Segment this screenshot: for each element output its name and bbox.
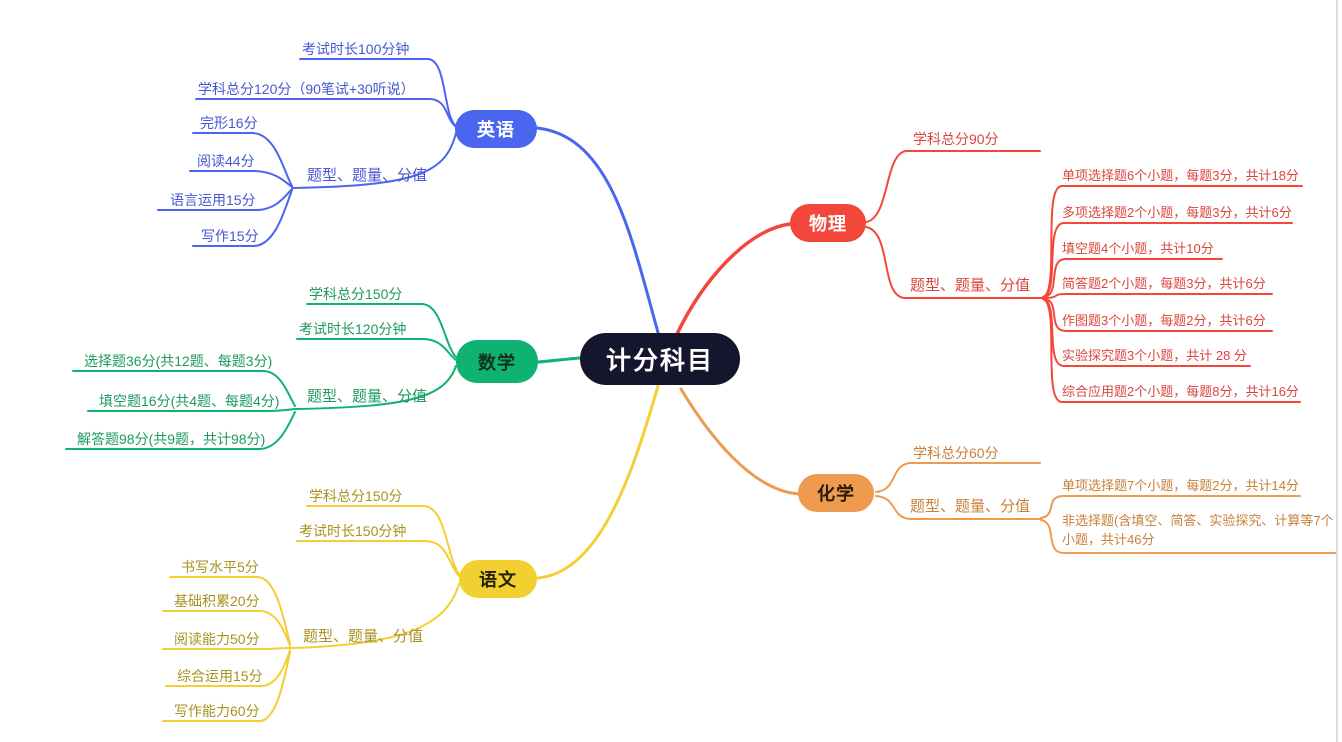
chemistry-total-score[interactable]: 学科总分60分 — [913, 445, 999, 461]
branch-chemistry-lines — [679, 387, 1337, 554]
branch-math-lines — [65, 303, 582, 450]
math-free-response[interactable]: 解答题98分(共9题，共计98分) — [77, 431, 266, 447]
physics-multi-choice[interactable]: 多项选择题2个小题，每题3分，共计6分 — [1062, 205, 1292, 220]
english-exam-duration[interactable]: 考试时长100分钟 — [302, 41, 410, 57]
central-topic[interactable]: 计分科目 — [580, 333, 740, 385]
english-cloze[interactable]: 完形16分 — [200, 115, 258, 131]
physics-experiment[interactable]: 实验探究题3个小题，共计 28 分 — [1062, 348, 1247, 363]
english-question-types[interactable]: 题型、题量、分值 — [307, 167, 428, 184]
chinese-comprehensive[interactable]: 综合运用15分 — [177, 668, 263, 684]
branch-physics-lines — [675, 150, 1303, 403]
topic-chinese[interactable]: 语文 — [459, 560, 537, 598]
chinese-handwriting[interactable]: 书写水平5分 — [181, 559, 259, 575]
chinese-question-types[interactable]: 题型、题量、分值 — [303, 628, 424, 645]
physics-drawing[interactable]: 作图题3个小题，每题2分，共计6分 — [1062, 313, 1266, 328]
math-fill-blank[interactable]: 填空题16分(共4题、每题4分) — [99, 393, 280, 409]
math-question-types[interactable]: 题型、题量、分值 — [307, 388, 428, 405]
chinese-writing[interactable]: 写作能力60分 — [174, 703, 260, 719]
english-reading[interactable]: 阅读44分 — [197, 153, 255, 169]
physics-question-types[interactable]: 题型、题量、分值 — [910, 277, 1031, 294]
chemistry-single-choice[interactable]: 单项选择题7个小题，每题2分，共计14分 — [1062, 478, 1299, 493]
english-total-score[interactable]: 学科总分120分（90笔试+30听说） — [198, 81, 415, 97]
topic-math[interactable]: 数学 — [456, 340, 538, 383]
english-writing[interactable]: 写作15分 — [201, 228, 259, 244]
physics-total-score[interactable]: 学科总分90分 — [913, 131, 999, 147]
topic-physics[interactable]: 物理 — [790, 204, 866, 242]
math-multiple-choice[interactable]: 选择题36分(共12题、每题3分) — [84, 353, 273, 369]
chinese-foundation[interactable]: 基础积累20分 — [174, 593, 260, 609]
chemistry-question-types[interactable]: 题型、题量、分值 — [910, 498, 1031, 515]
branch-chinese-lines — [162, 384, 660, 722]
chinese-exam-duration[interactable]: 考试时长150分钟 — [299, 523, 407, 539]
scrollbar-track[interactable] — [1336, 0, 1338, 742]
math-exam-duration[interactable]: 考试时长120分钟 — [299, 321, 407, 337]
chemistry-non-choice[interactable]: 非选择题(含填空、简答、实验探究、计算等7个小题，共计46分 — [1062, 513, 1334, 547]
topic-english[interactable]: 英语 — [455, 110, 537, 148]
topic-chemistry[interactable]: 化学 — [798, 474, 874, 512]
english-language-use[interactable]: 语言运用15分 — [170, 192, 256, 208]
chinese-total-score[interactable]: 学科总分150分 — [309, 488, 403, 504]
physics-single-choice[interactable]: 单项选择题6个小题，每题3分，共计18分 — [1062, 168, 1299, 183]
math-total-score[interactable]: 学科总分150分 — [309, 286, 403, 302]
physics-short-answer[interactable]: 简答题2个小题，每题3分，共计6分 — [1062, 276, 1266, 291]
physics-application[interactable]: 综合应用题2个小题，每题8分，共计16分 — [1062, 384, 1299, 399]
physics-fill-blank[interactable]: 填空题4个小题，共计10分 — [1062, 241, 1214, 256]
branch-english-lines — [157, 58, 661, 338]
chinese-reading[interactable]: 阅读能力50分 — [174, 631, 260, 647]
